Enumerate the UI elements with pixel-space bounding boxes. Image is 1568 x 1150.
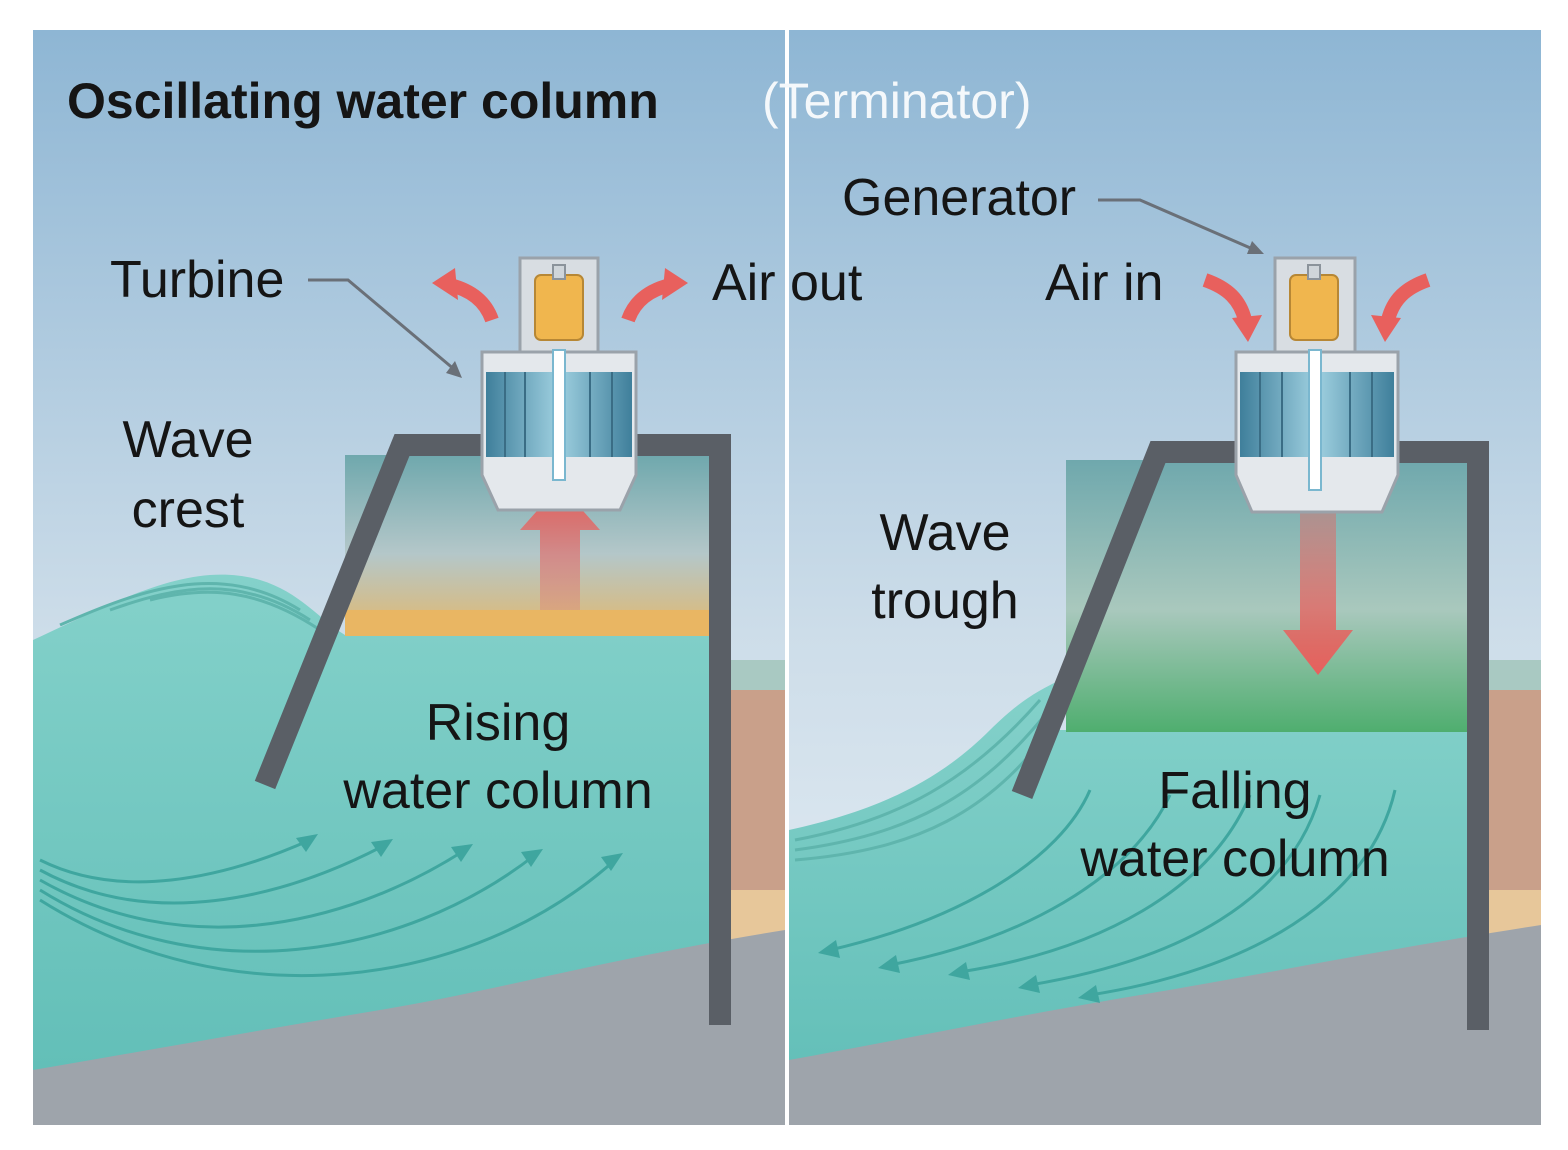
- panel-divider: [785, 640, 789, 1125]
- generator-label: Generator: [842, 169, 1076, 227]
- air-out-arrows: [432, 268, 688, 323]
- generator-icon-right: [1289, 274, 1339, 341]
- wave-crest-label-2: crest: [132, 481, 245, 539]
- seabed-left: [33, 930, 785, 1125]
- wave-crest-label-1: Wave: [123, 411, 254, 469]
- falling-column-label-2: water column: [1079, 830, 1389, 888]
- diagram-subtitle: (Terminator): [762, 73, 1031, 129]
- wave-crest-lines: [59, 582, 321, 632]
- air-down-arrow: [1283, 500, 1353, 675]
- generator-leader: [1098, 198, 1256, 252]
- diagram-title: Oscillating water column: [67, 73, 659, 129]
- generator-icon: [534, 274, 584, 341]
- air-in-label: Air in: [1045, 254, 1163, 312]
- turbine-label: Turbine: [110, 251, 284, 309]
- current-arrowheads-right: [818, 940, 1100, 1003]
- rising-column-label-2: water column: [342, 762, 652, 820]
- seabed-right: [789, 925, 1541, 1125]
- current-arrows-right: [829, 789, 1397, 997]
- air-in-arrows: [1202, 273, 1431, 342]
- turbine-leader: [308, 278, 456, 372]
- air-out-label: Air out: [712, 254, 863, 312]
- falling-column-label-1: Falling: [1158, 762, 1311, 820]
- turbine-unit-right: [1234, 256, 1400, 514]
- turbine-unit-left: [480, 256, 638, 512]
- left-panel: [33, 30, 785, 1125]
- wave-trough-label-1: Wave: [880, 504, 1011, 562]
- right-panel: [789, 30, 1541, 1125]
- rising-column-label-1: Rising: [426, 694, 571, 752]
- air-up-arrow: [520, 485, 600, 610]
- current-arrows-left: [39, 838, 617, 978]
- current-arrowheads-left: [296, 834, 623, 871]
- wave-trough-label-2: trough: [871, 572, 1018, 630]
